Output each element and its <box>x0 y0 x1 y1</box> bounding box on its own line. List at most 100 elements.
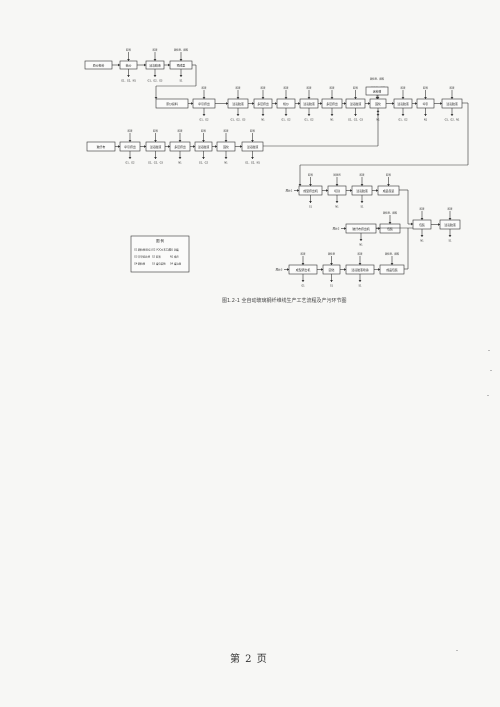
step-rc_s3-input-arrow <box>358 263 362 265</box>
step-rb_s1-output-arrow <box>359 239 363 241</box>
step-r2_s3-input-label: 胶液 <box>236 86 241 90</box>
step-r3_s6-output-arrow <box>224 157 228 159</box>
step-r2_s12-input-label: 胶液 <box>450 86 455 90</box>
legend-desc: 固废 <box>174 248 179 252</box>
step-r2_s4-label: 多层挤出 <box>257 101 269 106</box>
arrow-head <box>438 223 440 226</box>
step-r2_s12-output-label: G1、G2、N1 <box>445 119 460 122</box>
step-r2_s3-label: 浸渍胶液 <box>232 101 244 106</box>
step-r2_s8-input-label: 胶液 <box>353 86 358 90</box>
page-number: 第 2 页 <box>230 654 268 665</box>
legend-code: S1 <box>170 249 174 252</box>
step-rr_s1-input-arrow <box>420 218 424 220</box>
step-r1_s3-input-arrow <box>153 59 157 61</box>
step-r2_s2-label: 牵引挤出 <box>198 101 210 106</box>
step-r2_s7-output-label: N1 <box>330 119 334 122</box>
step-ra_s3-output-arrow <box>360 201 364 203</box>
step-ra_s3-input-label: 胶液 <box>360 173 365 177</box>
step-ra_s3-input-arrow <box>360 184 364 186</box>
step-r3_s6-input-arrow <box>224 140 228 142</box>
step-r2_s4-output-label: N1 <box>261 119 265 122</box>
legend-desc: VOCs(苯乙烯) <box>156 248 171 252</box>
step-r1_s4-output-label: S1 <box>179 80 183 83</box>
step-r2_s6-label: 浸渍胶液 <box>303 101 315 106</box>
step-r3_s3-input-arrow <box>154 140 157 142</box>
step-r3_s2-output-arrow <box>128 157 132 159</box>
step-rc_s4-input-arrow <box>390 263 394 265</box>
step-r2_s5-output-label: G1、G2 <box>281 119 291 122</box>
row-tag-rowB: 原纱2 <box>333 227 340 231</box>
step-r2_s2-input-arrow <box>202 97 206 99</box>
step-rc_s2-output-arrow <box>330 280 333 282</box>
step-rr_s2-output-arrow <box>448 235 452 237</box>
step-ra_s2-input-arrow <box>335 184 339 186</box>
step-r2_s7-input-arrow <box>330 97 334 99</box>
step-r3_s3-label: 浸渍胶液 <box>150 144 162 149</box>
legend-code: G1 <box>134 249 138 252</box>
step-rc_s1-input-label: 胶液 <box>301 252 306 256</box>
step-rc_s3-output-label: S1 <box>358 285 362 288</box>
step-r3_s4-input-arrow <box>178 140 182 142</box>
step-rr_s1-label: 包装 <box>419 222 425 227</box>
step-rr_s2-input-label: 胶液 <box>448 207 453 211</box>
step-r2_s9-label: 固化 <box>375 101 381 106</box>
arrow-head <box>191 102 193 105</box>
legend-desc: 颗粒物(粉尘) <box>138 248 152 252</box>
step-r2_s6-input-arrow <box>307 97 311 99</box>
legend-code: G3 <box>134 256 138 259</box>
step-r3_s4-label: 多层挤出 <box>174 144 186 149</box>
arrow-head <box>326 189 328 192</box>
arrow-head <box>297 189 299 192</box>
arrow-head <box>376 189 378 192</box>
step-r2_s6-input-label: 胶液 <box>307 86 312 90</box>
step-r2_s2-output-label: G1、G2 <box>199 119 209 122</box>
step-rc_s3-label: 浸渍胶液喷涂 <box>351 267 368 272</box>
step-rr_s1-output-arrow <box>420 235 424 237</box>
arrow-head <box>368 102 370 105</box>
legend-desc: 非甲烷总烃 <box>138 255 151 259</box>
step-r2_s7-output-arrow <box>330 114 334 116</box>
step-rr_s2-output-label: S1 <box>448 240 452 243</box>
step-r3_s5-output-label: G1、G2 <box>199 162 209 165</box>
step-ra_s2-output-label: N1 <box>335 206 339 209</box>
arrow-head <box>252 102 254 105</box>
arrow-head <box>415 102 417 105</box>
step-r2_s10-output-arrow <box>401 114 405 116</box>
legend-title: 图 例 <box>156 238 164 243</box>
figure-caption: 图1.2-1 全自动玻璃钢纤维线生产工艺流程及产污环节图 <box>222 298 347 304</box>
scan-speck <box>488 350 490 351</box>
arrow-head <box>118 145 120 148</box>
row-tag-rowA: 原纱1 <box>286 189 293 193</box>
step-r3_s2-input-label: 胶液 <box>128 129 133 133</box>
step-r2_s11-output-label: N1 <box>424 119 428 122</box>
arrow-head <box>144 63 146 67</box>
scan-speck <box>456 650 458 651</box>
step-ra_s1-label: 成型挤出机 <box>303 188 318 193</box>
step-r2_s11-input-label: 胶液 <box>423 86 428 90</box>
step-r3_s7-output-arrow <box>251 157 254 159</box>
step-r1_s2-output-label: G1、G2、N1 <box>121 80 136 83</box>
step-r3_s5-label: 浸渍胶液 <box>198 144 210 149</box>
step-ra_s2-input-label: 固化剂 <box>333 173 341 177</box>
arrow-head <box>344 227 346 230</box>
step-r3_s5-input-arrow <box>202 140 205 142</box>
arrow-head <box>350 189 352 192</box>
step-ra_s3-output-label: S1 <box>360 206 364 209</box>
scan-speck <box>487 395 489 396</box>
step-r2_s8-label: 浸渍胶液 <box>350 101 362 106</box>
row-tag-rowC: 原纱3 <box>276 268 283 272</box>
arrow-head <box>392 102 394 105</box>
step-sub-label: 涂料槽 <box>373 89 382 93</box>
step-r3_s6-output-label: N1 <box>224 162 228 165</box>
step-r2_s7-input-label: 胶液 <box>330 86 335 90</box>
step-ra_s4-input-arrow <box>387 184 390 186</box>
step-rr_s1-output-label: N1 <box>420 240 424 243</box>
arrow-head <box>193 145 195 148</box>
legend-desc: 颗粒物 <box>138 262 146 266</box>
legend-code: S2 <box>152 256 156 259</box>
step-r3_s1-label: 玻纤布 <box>97 144 106 149</box>
step-sub-input-label: 固化剂、颜料 <box>370 77 385 81</box>
step-r2_s12-input-arrow <box>450 97 454 99</box>
